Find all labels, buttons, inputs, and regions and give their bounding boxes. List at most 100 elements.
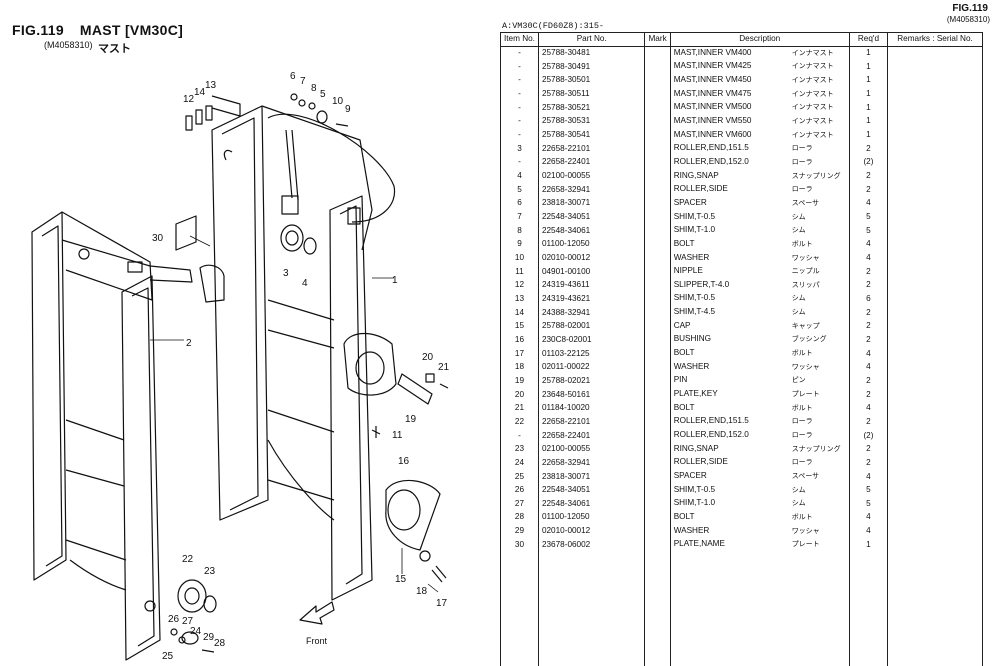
description-jp: ピン bbox=[791, 377, 806, 385]
right-fig-label: FIG.119 bbox=[952, 3, 988, 14]
mark-cell bbox=[644, 456, 671, 470]
remarks-cell bbox=[887, 46, 983, 61]
callout-12: 12 bbox=[183, 94, 195, 105]
description-en: BOLT bbox=[673, 238, 695, 248]
mark-cell bbox=[644, 524, 671, 539]
item-no-cell: 3 bbox=[500, 142, 539, 156]
item-no-cell: 26 bbox=[500, 483, 539, 498]
remarks-cell bbox=[887, 401, 983, 416]
item-no-cell: - bbox=[500, 87, 539, 102]
mark-cell bbox=[644, 333, 671, 348]
parts-table: Item No. Part No. Mark Description Req'd… bbox=[500, 32, 983, 666]
description-jp: スリッパ bbox=[791, 281, 820, 289]
reqd-cell: 2 bbox=[848, 415, 889, 430]
item-no-cell: - bbox=[500, 73, 539, 88]
mark-cell bbox=[644, 429, 671, 443]
item-no-cell: 29 bbox=[500, 524, 539, 539]
remarks-cell bbox=[887, 510, 983, 525]
part-no-cell: 01184-10020 bbox=[537, 401, 646, 416]
description-en: PLATE,NAME bbox=[673, 539, 725, 549]
description-jp: シム bbox=[791, 227, 806, 235]
description-jp: インナマスト bbox=[791, 76, 834, 84]
reqd-cell: 4 bbox=[848, 360, 889, 375]
description-jp: スナップリング bbox=[791, 172, 841, 180]
front-arrow-icon bbox=[299, 601, 335, 625]
part-no-cell: 02100-00055 bbox=[537, 169, 646, 184]
description-jp: ローラ bbox=[791, 145, 813, 153]
mark-cell bbox=[644, 347, 671, 361]
mark-cell bbox=[644, 470, 671, 484]
reqd-cell: 2 bbox=[848, 265, 889, 279]
empty-cell bbox=[887, 551, 983, 666]
mark-cell bbox=[644, 374, 671, 389]
remarks-cell bbox=[887, 360, 983, 375]
item-no-cell: 12 bbox=[500, 278, 539, 293]
description-en: PIN bbox=[673, 375, 688, 385]
part-no-cell: 04901-00100 bbox=[537, 265, 646, 279]
reqd-cell: 1 bbox=[848, 114, 889, 129]
reqd-cell: 5 bbox=[848, 497, 889, 511]
item-no-cell: - bbox=[500, 155, 539, 170]
item-no-cell: - bbox=[500, 60, 539, 74]
part-no-cell: 22658-22401 bbox=[537, 155, 646, 170]
description-en: CAP bbox=[673, 320, 691, 330]
mark-cell bbox=[644, 306, 671, 320]
description-en: MAST,INNER VM425 bbox=[673, 61, 752, 71]
description-jp: ローラ bbox=[791, 418, 813, 426]
callout-23: 23 bbox=[204, 566, 216, 577]
description-en: SHIM,T-1.0 bbox=[673, 498, 716, 508]
remarks-cell bbox=[887, 306, 983, 320]
description-en: BOLT bbox=[673, 348, 695, 358]
reqd-cell: 1 bbox=[848, 538, 889, 552]
description-jp: スペーサ bbox=[791, 199, 820, 207]
reqd-cell: 1 bbox=[848, 101, 889, 115]
item-no-cell: - bbox=[500, 101, 539, 115]
part-no-cell: 230C8-02001 bbox=[537, 333, 646, 348]
item-no-cell: 10 bbox=[500, 251, 539, 266]
reqd-cell: 6 bbox=[848, 292, 889, 307]
remarks-cell bbox=[887, 251, 983, 266]
empty-cell bbox=[669, 551, 850, 666]
part-no-cell: 22658-22101 bbox=[537, 142, 646, 156]
item-no-cell: 17 bbox=[500, 347, 539, 361]
reqd-cell: 2 bbox=[848, 278, 889, 293]
fig-label: FIG.119 bbox=[12, 22, 64, 38]
remarks-cell bbox=[887, 87, 983, 102]
description-jp: ボルト bbox=[791, 404, 813, 412]
callout-1: 1 bbox=[392, 275, 398, 286]
mark-cell bbox=[644, 538, 671, 552]
description-en: WASHER bbox=[673, 252, 710, 262]
reqd-cell: 2 bbox=[848, 456, 889, 470]
description-jp: ボルト bbox=[791, 240, 813, 248]
callout-19: 19 bbox=[405, 414, 417, 425]
description-en: SPACER bbox=[673, 197, 707, 207]
description-en: SHIM,T-0.5 bbox=[673, 293, 716, 303]
mark-cell bbox=[644, 278, 671, 293]
callout-28: 28 bbox=[214, 638, 226, 649]
remarks-cell bbox=[887, 224, 983, 238]
remarks-cell bbox=[887, 210, 983, 225]
reqd-cell: 2 bbox=[848, 319, 889, 334]
bushing-16 bbox=[385, 479, 441, 551]
item-no-cell: 8 bbox=[500, 224, 539, 238]
reqd-cell: 4 bbox=[848, 196, 889, 211]
reqd-cell: 1 bbox=[848, 60, 889, 74]
description-jp: スナップリング bbox=[791, 445, 841, 453]
part-no-cell: 23678-06002 bbox=[537, 538, 646, 552]
part-no-cell: 22548-34061 bbox=[537, 497, 646, 511]
